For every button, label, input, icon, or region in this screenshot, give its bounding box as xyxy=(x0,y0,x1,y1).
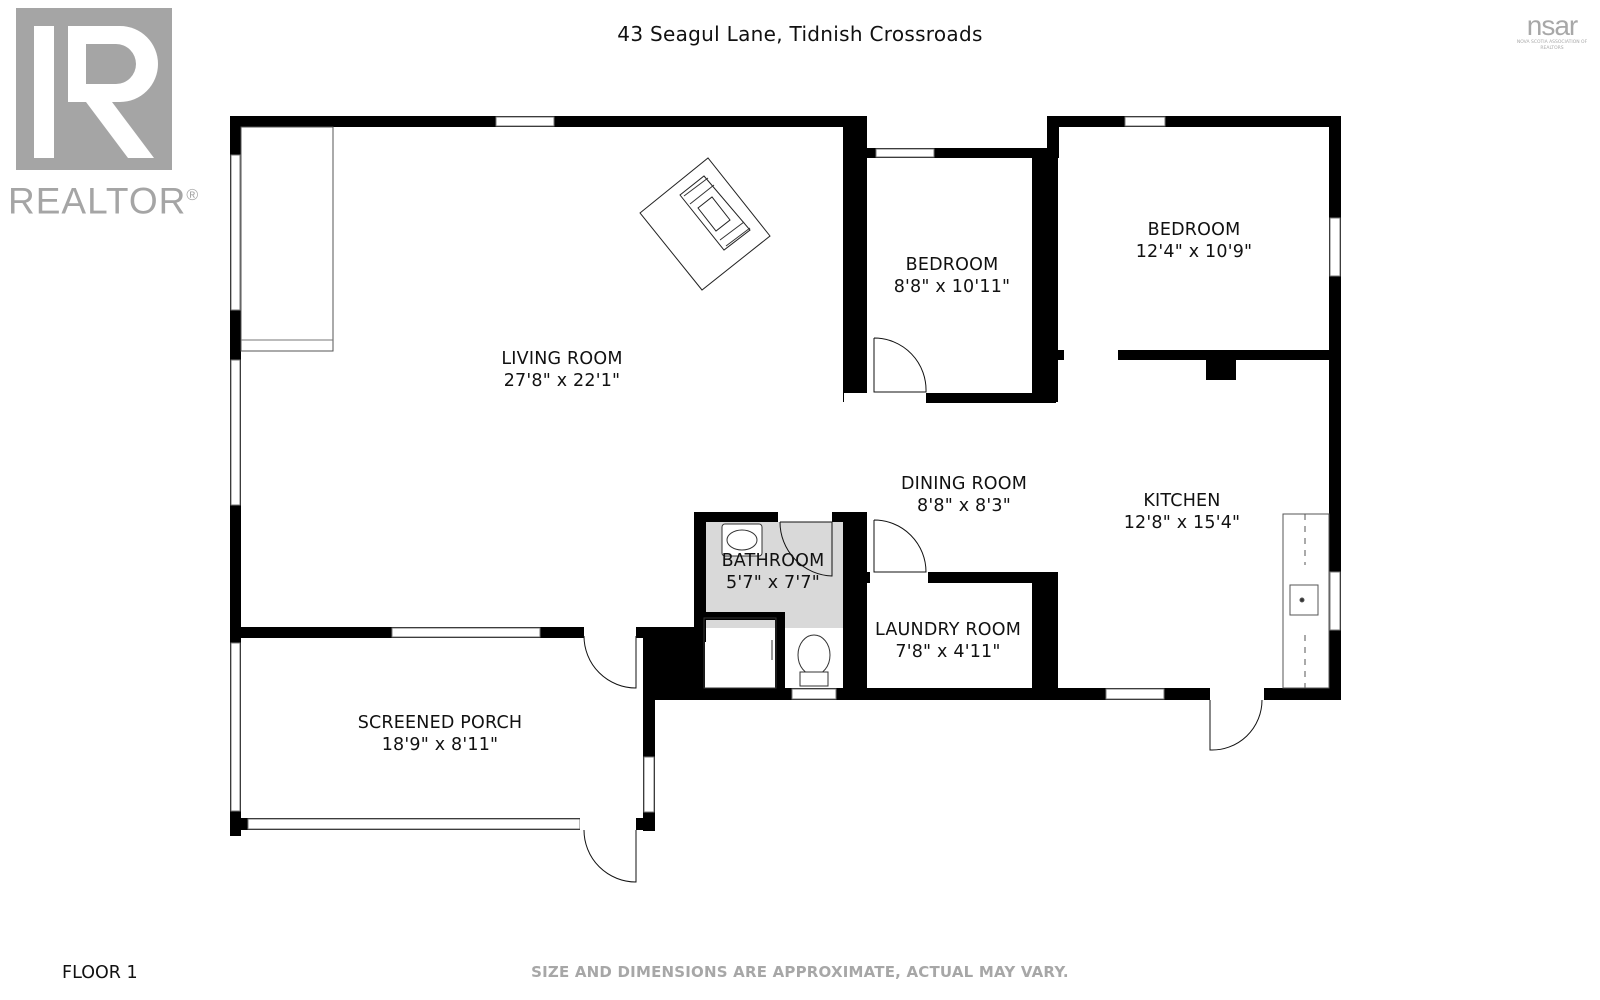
nsar-logo: nsar NOVA SCOTIA ASSOCIATION OF REALTORS xyxy=(1510,12,1594,52)
bathroom-fixtures xyxy=(703,523,831,689)
dimensions-disclaimer: SIZE AND DIMENSIONS ARE APPROXIMATE, ACT… xyxy=(531,963,1069,981)
floor-label: FLOOR 1 xyxy=(62,963,138,983)
built-in-cabinet xyxy=(240,126,334,352)
door-openings xyxy=(580,393,1264,830)
kitchen-counter xyxy=(1282,513,1330,689)
property-address: 43 Seagul Lane, Tidnish Crossroads xyxy=(617,22,983,46)
nsar-subtitle: NOVA SCOTIA ASSOCIATION OF REALTORS xyxy=(1516,40,1588,51)
realtor-logo-icon xyxy=(16,8,172,170)
realtor-wordmark: REALTOR® xyxy=(8,180,200,222)
fireplace-icon xyxy=(639,157,771,291)
windows xyxy=(230,116,1341,830)
nsar-wordmark: nsar xyxy=(1526,10,1578,41)
door-swings xyxy=(583,337,1263,883)
